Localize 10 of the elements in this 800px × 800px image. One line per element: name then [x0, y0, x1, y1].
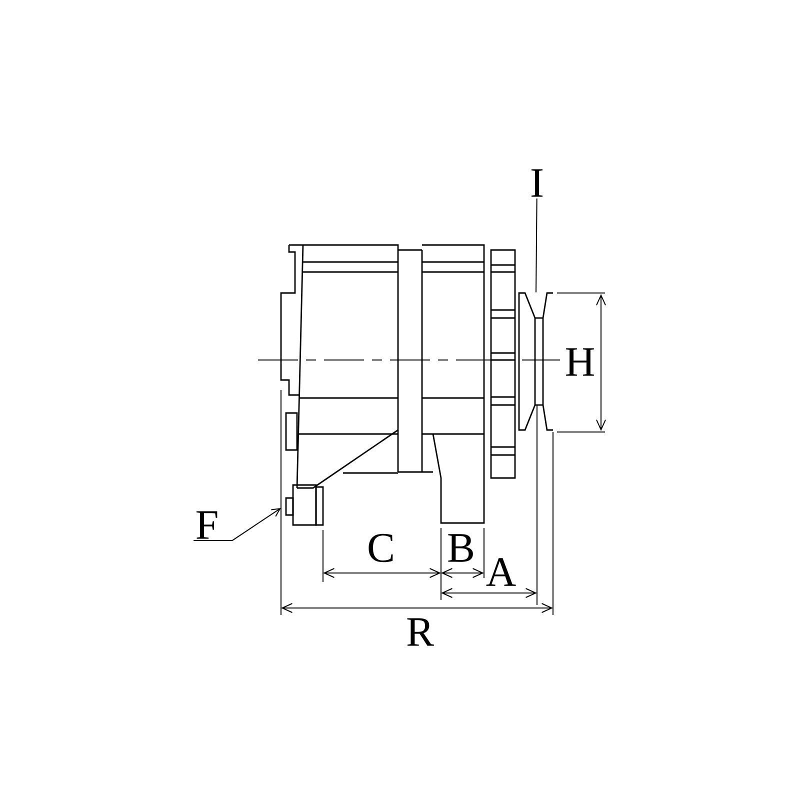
pulley-drawing [518, 292, 553, 431]
leader-line [536, 198, 538, 293]
dimension-letter: R [407, 618, 434, 646]
dimension-letter: A [486, 558, 516, 586]
callout-letter: F [196, 511, 218, 539]
callout-letter: I [532, 169, 543, 197]
dimension-letter: B [448, 534, 473, 562]
terminal-stud [285, 497, 294, 516]
leader-line [193, 508, 281, 541]
dimension-letter: C [368, 534, 393, 562]
